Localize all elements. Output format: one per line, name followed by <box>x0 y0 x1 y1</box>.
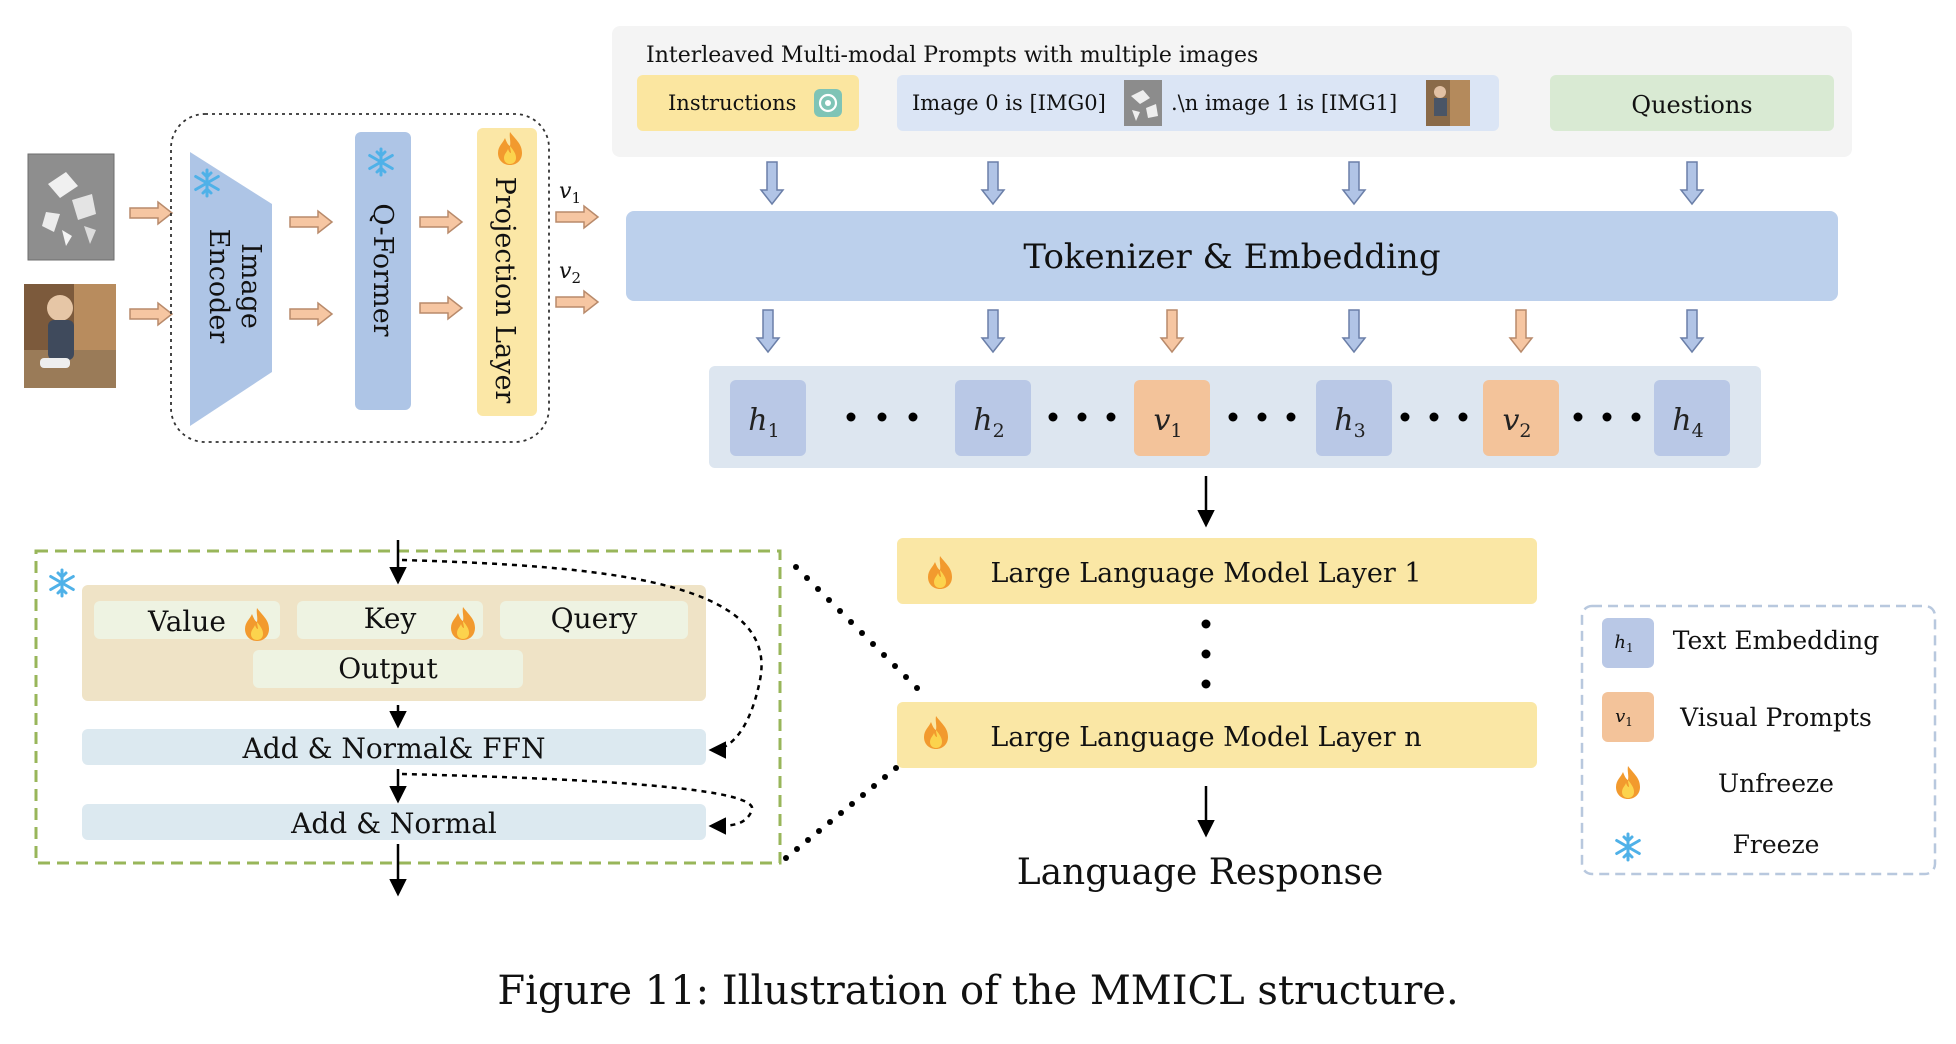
projection-outputs: v1 v2 <box>555 179 599 314</box>
value-label: Value <box>147 605 226 638</box>
token-h3: h3 <box>1316 380 1392 456</box>
query-label: Query <box>551 602 638 635</box>
svg-text:h3: h3 <box>1334 403 1365 442</box>
token-v1: v1 <box>1134 380 1210 456</box>
vertical-ellipsis <box>1201 619 1211 689</box>
svg-text:v1: v1 <box>1615 706 1633 729</box>
q-former: Q-Former <box>355 132 411 410</box>
token-strip: h1 h2 v1 h3 v2 h4 <box>709 366 1761 468</box>
image-encoder-label-line2: Encoder <box>203 229 234 344</box>
baby-photo-thumbnail <box>1426 80 1470 126</box>
legend-label-unfreeze: Unfreeze <box>1718 769 1834 798</box>
add-norm-label: Add & Normal <box>290 807 497 840</box>
svg-text:h1: h1 <box>1614 632 1633 655</box>
token-h2: h2 <box>955 380 1031 456</box>
llm-layer-1: Large Language Model Layer 1 <box>897 538 1537 604</box>
language-response-label: Language Response <box>1017 852 1384 893</box>
svg-text:h1: h1 <box>748 403 779 442</box>
image-prompt-text-1: Image 0 is [IMG0] <box>912 91 1106 115</box>
frozen-layer-detail-frame <box>34 549 782 865</box>
v1-output-label: v1 <box>559 179 581 207</box>
prompt-panel: Interleaved Multi-modal Prompts with mul… <box>612 26 1852 157</box>
openai-logo-icon <box>814 89 842 117</box>
image-encoder: Image Encoder <box>190 152 272 426</box>
prompt-to-tokenizer-arrows <box>760 161 1704 205</box>
svg-text:h2: h2 <box>973 403 1004 442</box>
add-norm-ffn-box: Add & Normal& FFN <box>82 729 706 765</box>
input-image-baby <box>24 284 116 388</box>
svg-text:v2: v2 <box>1502 403 1531 442</box>
legend-item-text-embedding: h1 Text Embedding <box>1602 618 1879 668</box>
q-former-label: Q-Former <box>367 203 398 336</box>
questions-box: Questions <box>1550 75 1834 131</box>
image-to-encoder-arrows <box>129 201 173 326</box>
legend-label-text-embedding: Text Embedding <box>1673 626 1879 655</box>
key-label: Key <box>364 602 417 635</box>
tokenizer-to-tokens-arrows <box>756 309 1704 353</box>
image-encoder-label-line1: Image <box>235 243 266 329</box>
snowflake-icon <box>1615 832 1641 862</box>
token-h1: h1 <box>730 380 806 456</box>
legend-item-visual-prompts: v1 Visual Prompts <box>1602 692 1872 742</box>
legend-label-freeze: Freeze <box>1733 830 1820 859</box>
zoom-connector-lines <box>783 564 920 861</box>
questions-label: Questions <box>1631 91 1752 119</box>
attention-block: Value Key Query Output <box>82 585 706 701</box>
input-image-broken-cup <box>27 153 115 261</box>
output-label: Output <box>338 652 438 685</box>
residual-connections <box>401 558 763 835</box>
instructions-label: Instructions <box>668 91 796 115</box>
llm-layer-n-label: Large Language Model Layer n <box>990 722 1421 753</box>
figure-caption: Figure 11: Illustration of the MMICL str… <box>497 968 1458 1014</box>
add-norm-ffn-label: Add & Normal& FFN <box>242 732 546 765</box>
legend-label-visual-prompts: Visual Prompts <box>1679 703 1872 732</box>
legend-item-freeze: Freeze <box>1615 830 1820 862</box>
fire-icon <box>1616 766 1640 799</box>
projection-layer-label: Projection Layer <box>489 177 520 404</box>
tokenizer-label: Tokenizer & Embedding <box>1023 237 1440 277</box>
vision-module-frame <box>170 113 550 443</box>
image-prompt-box: Image 0 is [IMG0] .\n image 1 is [IMG1] <box>897 75 1499 131</box>
qformer-to-projection-arrows <box>419 210 463 320</box>
legend: h1 Text Embedding v1 Visual Prompts Unfr… <box>1580 604 1937 876</box>
v2-output-label: v2 <box>559 259 581 287</box>
token-v2: v2 <box>1483 380 1559 456</box>
encoder-to-qformer-arrows <box>289 210 333 326</box>
projection-layer: Projection Layer <box>477 128 537 416</box>
prompt-panel-title: Interleaved Multi-modal Prompts with mul… <box>646 43 1258 68</box>
instructions-box: Instructions <box>637 75 859 131</box>
llm-layer-n: Large Language Model Layer n <box>897 702 1537 768</box>
broken-cup-thumbnail <box>1124 80 1162 126</box>
svg-text:v1: v1 <box>1153 403 1182 442</box>
image-prompt-text-2: .\n image 1 is [IMG1] <box>1171 91 1397 115</box>
legend-item-unfreeze: Unfreeze <box>1616 766 1834 799</box>
add-norm-box: Add & Normal <box>82 804 706 840</box>
token-h4: h4 <box>1654 380 1730 456</box>
svg-text:h4: h4 <box>1672 403 1703 442</box>
llm-layer-1-label: Large Language Model Layer 1 <box>990 558 1421 589</box>
tokenizer-embedding-box: Tokenizer & Embedding <box>626 211 1838 301</box>
snowflake-icon <box>49 568 75 598</box>
ellipsis-dots <box>846 412 1641 422</box>
